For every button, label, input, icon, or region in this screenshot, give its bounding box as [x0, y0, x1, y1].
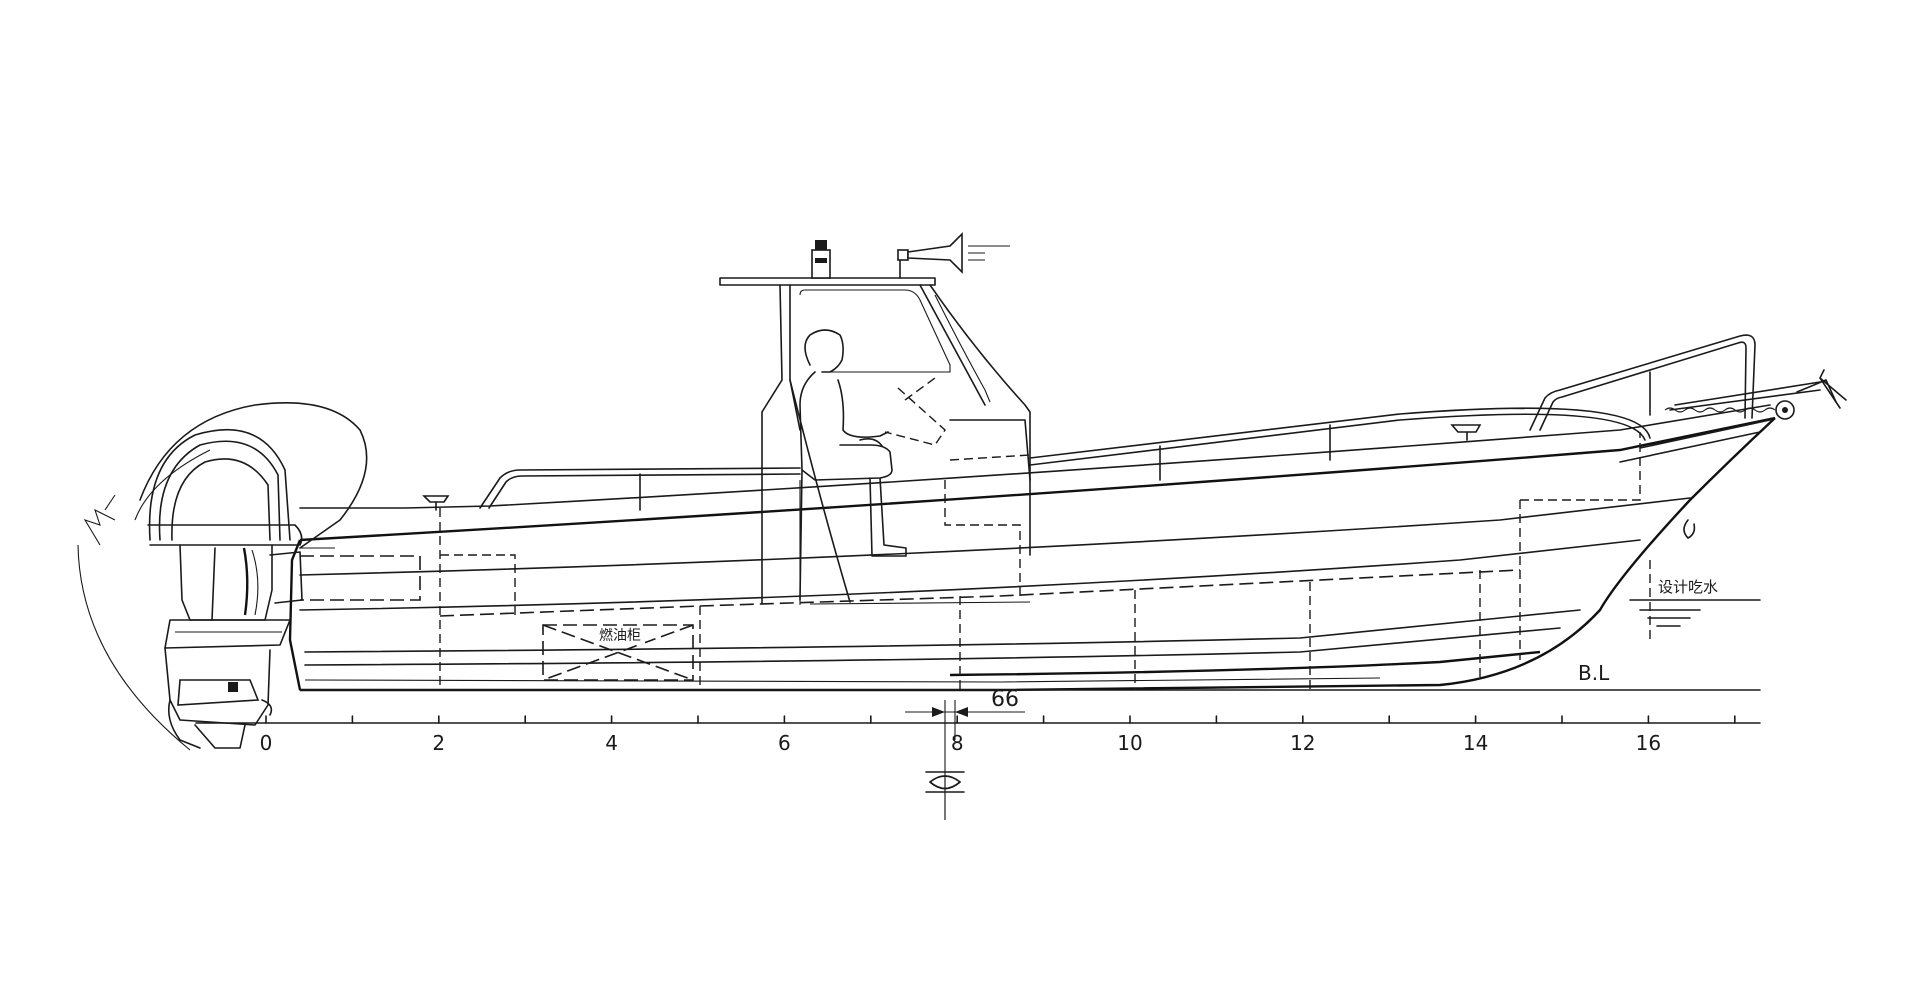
- station-scale: 0 2 4 6 8 10 12 14 16: [195, 715, 1761, 755]
- midship-symbol-icon: [925, 771, 965, 820]
- design-draft-label: 设计吃水: [1658, 578, 1718, 596]
- baseline-label: B.L: [1578, 661, 1610, 685]
- horn-icon: [897, 232, 1010, 274]
- scale-tick-label: 16: [1636, 731, 1661, 755]
- masthead-light-icon: [811, 240, 831, 279]
- dimension-value: 66: [991, 687, 1019, 712]
- fuel-tank-label: 燃油柜: [599, 627, 641, 644]
- scale-tick-label: 10: [1117, 731, 1142, 755]
- helmsman-icon: [799, 329, 946, 605]
- wheelhouse: [719, 257, 1031, 605]
- midship-dimension: 66: [905, 687, 1025, 820]
- scale-tick-label: 4: [605, 731, 618, 755]
- hull: [288, 404, 1776, 692]
- scale-tick-label: 14: [1463, 731, 1488, 755]
- outboard-engine-icon: [77, 402, 368, 751]
- anchor-icon: [1664, 369, 1847, 539]
- foredeck-railing: [1029, 334, 1756, 481]
- scale-tick-label: 2: [432, 731, 445, 755]
- scale-tick-label: 6: [778, 731, 791, 755]
- aft-railing: [479, 467, 801, 511]
- fuel-tank: 燃油柜: [542, 624, 694, 681]
- cleats: [422, 424, 1482, 511]
- scale-tick-label: 8: [951, 731, 964, 755]
- scale-tick-label: 0: [260, 731, 273, 755]
- scale-tick-label: 12: [1290, 731, 1315, 755]
- waterline-symbol-icon: [1629, 599, 1761, 627]
